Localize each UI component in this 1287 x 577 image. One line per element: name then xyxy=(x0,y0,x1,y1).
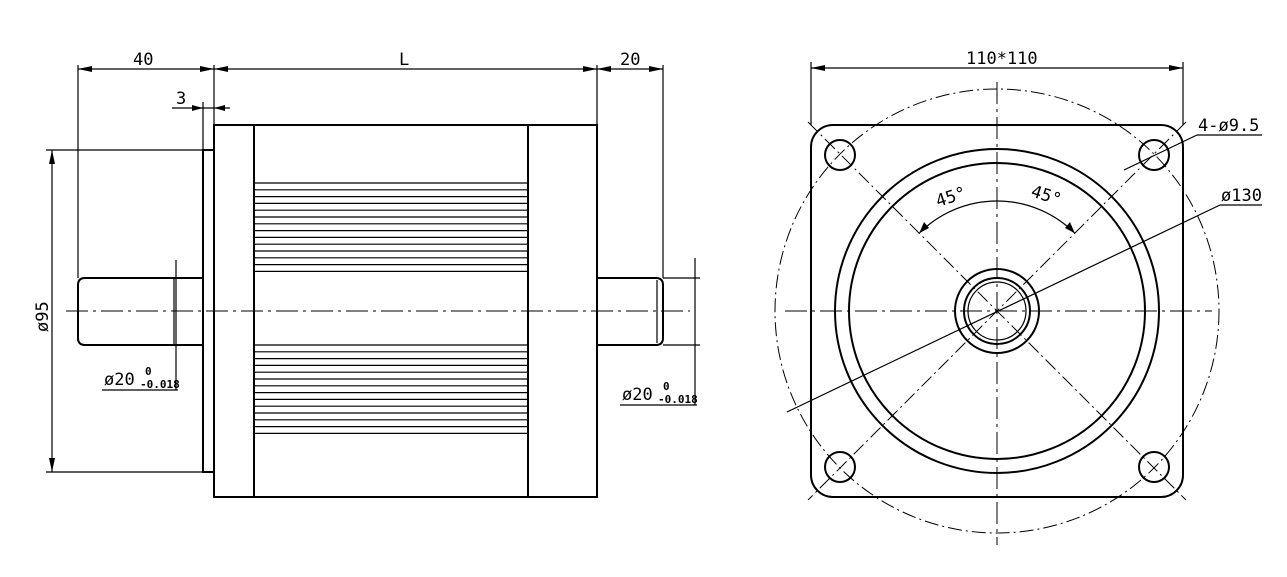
arrow xyxy=(583,66,597,72)
dim-text-95: ø95 xyxy=(33,301,53,332)
mounting-hole-tr xyxy=(1138,139,1170,171)
arrow xyxy=(200,66,214,72)
dim-text-40: 40 xyxy=(133,50,153,70)
mounting-hole-bl xyxy=(824,451,856,483)
shaft-left-tol-lower: -0.018 xyxy=(140,378,180,391)
arrow xyxy=(49,458,55,472)
mounting-hole-tl xyxy=(824,139,856,171)
fins-lower xyxy=(254,344,528,434)
dim-text-L: L xyxy=(399,50,409,70)
arrow xyxy=(1169,65,1183,71)
shaft-right-dia: ø20 xyxy=(622,385,653,405)
shaft-left-dia: ø20 xyxy=(104,370,135,390)
arrow xyxy=(919,222,929,234)
angle-left: 45° xyxy=(933,183,968,212)
arrow xyxy=(649,66,663,72)
arrow xyxy=(78,66,92,72)
arrow xyxy=(1065,222,1075,234)
front-view: 45° 45° 110*110 4-ø9.5 ø130 xyxy=(774,49,1262,545)
arrow xyxy=(214,105,225,111)
arrow xyxy=(811,65,825,71)
dim-text-110: 110*110 xyxy=(966,49,1038,69)
shaft-right-tol-lower: -0.018 xyxy=(658,393,698,406)
arrow xyxy=(597,66,611,72)
angle-arc xyxy=(918,200,1076,234)
mounting-hole-br xyxy=(1138,451,1170,483)
shaft-left-tol-upper: 0 xyxy=(145,365,152,378)
leader-holes xyxy=(1123,134,1198,171)
arrow xyxy=(49,150,55,164)
dim-text-3: 3 xyxy=(176,89,186,109)
dim-text-holes: 4-ø9.5 xyxy=(1198,116,1259,136)
shaft-right-tol-upper: 0 xyxy=(663,380,670,393)
dim-text-20: 20 xyxy=(620,50,640,70)
arrow xyxy=(214,66,228,72)
angle-right: 45° xyxy=(1028,182,1063,211)
side-view: 40 L 20 3 ø95 ø20 0 -0.018 ø20 0 -0.018 xyxy=(33,50,700,498)
arrow xyxy=(192,105,203,111)
leader-pcd xyxy=(786,204,1221,413)
fins-upper xyxy=(254,182,528,272)
dim-text-pcd: ø130 xyxy=(1221,186,1262,206)
